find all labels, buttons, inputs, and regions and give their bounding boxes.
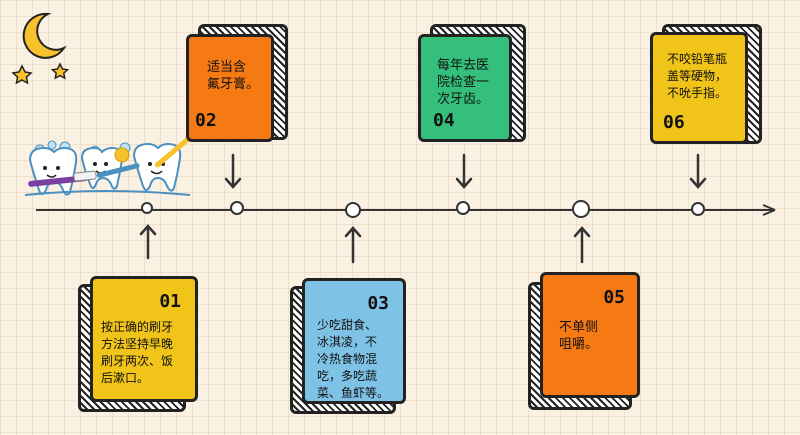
timeline-node-06	[691, 202, 705, 216]
step-card-01: 01 按正确的刷牙 方法坚持早晚 刷牙两次、饭 后漱口。	[90, 276, 198, 402]
step-number: 01	[159, 291, 181, 312]
step-card-04: 每年去医 院检查一 次牙齿。 04	[418, 34, 512, 142]
step-card-06: 不咬铅笔瓶 盖等硬物， 不吮手指。 06	[650, 32, 748, 144]
timeline-node-02	[230, 201, 244, 215]
step-number: 06	[663, 112, 685, 133]
step-number: 05	[603, 287, 625, 308]
timeline-arrowhead	[762, 204, 776, 216]
step-text: 适当含 氟牙膏。	[207, 60, 260, 92]
arrow-up-01	[139, 224, 157, 260]
step-card-02: 适当含 氟牙膏。 02	[186, 34, 274, 142]
step-number: 02	[195, 110, 217, 131]
arrow-down-02	[224, 153, 242, 189]
step-text: 少吃甜食、 冰淇凌，不 冷热食物混 吃，多吃蔬 菜、鱼虾等。	[317, 318, 390, 400]
crescent-moon-icon	[22, 12, 67, 59]
timeline-node-04	[456, 201, 470, 215]
timeline-node-05	[572, 200, 590, 218]
arrow-up-03	[344, 226, 362, 264]
star-icon	[11, 64, 33, 85]
step-number: 03	[367, 293, 389, 314]
timeline-node-01	[141, 202, 153, 214]
arrow-down-06	[689, 153, 707, 189]
step-card-03: 03 少吃甜食、 冰淇凌，不 冷热食物混 吃，多吃蔬 菜、鱼虾等。	[302, 278, 406, 404]
step-text: 不单侧 咀嚼。	[559, 320, 599, 352]
step-number: 04	[433, 110, 455, 131]
star-icon	[50, 62, 70, 80]
step-text: 每年去医 院检查一 次牙齿。	[437, 58, 490, 107]
timeline-node-03	[345, 202, 361, 218]
step-text: 不咬铅笔瓶 盖等硬物， 不吮手指。	[667, 52, 728, 100]
step-text: 按正确的刷牙 方法坚持早晚 刷牙两次、饭 后漱口。	[101, 320, 174, 385]
arrow-up-05	[573, 226, 591, 264]
step-card-05: 05 不单侧 咀嚼。	[540, 272, 640, 398]
arrow-down-04	[455, 153, 473, 189]
brushing-teeth-mascot	[24, 137, 191, 196]
